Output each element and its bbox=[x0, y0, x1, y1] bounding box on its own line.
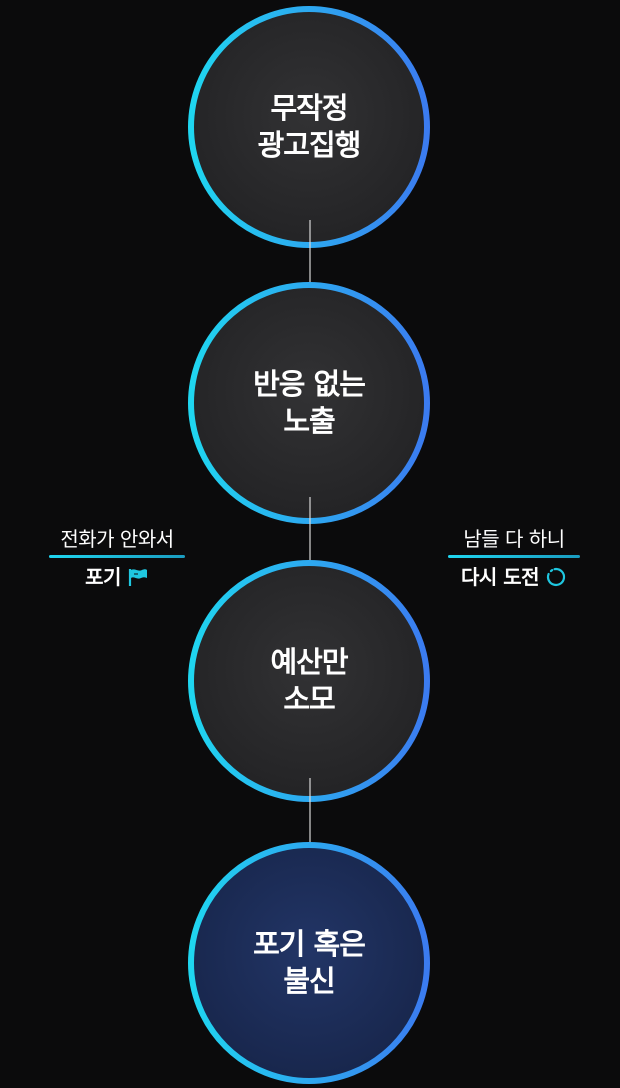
step-2-line-1: 반응 없는 bbox=[253, 367, 366, 401]
refresh-icon bbox=[546, 567, 566, 587]
flag-icon bbox=[128, 569, 147, 586]
step-ring-1 bbox=[188, 6, 430, 248]
left-note-top: 전화가 안와서 bbox=[60, 527, 174, 551]
step-4-line-2: 불신 bbox=[283, 964, 335, 998]
step-3-line-2: 소모 bbox=[283, 682, 335, 716]
step-circle-4: 포기 혹은 불신 bbox=[186, 840, 432, 1086]
left-note-underline bbox=[49, 555, 185, 558]
step-1-line-1: 무작정 bbox=[270, 91, 348, 125]
step-label-3: 예산만 소모 bbox=[186, 558, 432, 804]
step-circle-2: 반응 없는 노출 bbox=[186, 280, 432, 526]
right-note-bottom-text: 다시 도전 bbox=[460, 565, 540, 589]
step-label-2: 반응 없는 노출 bbox=[186, 280, 432, 526]
step-ring-3 bbox=[188, 560, 430, 802]
step-3-line-1: 예산만 bbox=[270, 645, 348, 679]
step-label-1: 무작정 광고집행 bbox=[186, 4, 432, 250]
left-note-bottom-text: 포기 bbox=[85, 565, 121, 589]
step-label-4: 포기 혹은 불신 bbox=[186, 840, 432, 1086]
step-2-line-2: 노출 bbox=[283, 404, 335, 438]
right-note-underline bbox=[448, 555, 580, 558]
right-side-note: 남들 다 하니 다시 도전 bbox=[444, 525, 584, 590]
step-circle-3: 예산만 소모 bbox=[186, 558, 432, 804]
right-note-top: 남들 다 하니 bbox=[463, 527, 565, 551]
step-ring-2 bbox=[188, 282, 430, 524]
step-ring-4 bbox=[188, 842, 430, 1084]
step-4-line-1: 포기 혹은 bbox=[253, 927, 366, 961]
step-circle-1: 무작정 광고집행 bbox=[186, 4, 432, 250]
step-1-line-2: 광고집행 bbox=[257, 128, 362, 162]
left-note-bottom: 포기 bbox=[85, 564, 149, 590]
right-note-bottom: 다시 도전 bbox=[461, 564, 567, 590]
left-side-note: 전화가 안와서 포기 bbox=[46, 525, 188, 590]
